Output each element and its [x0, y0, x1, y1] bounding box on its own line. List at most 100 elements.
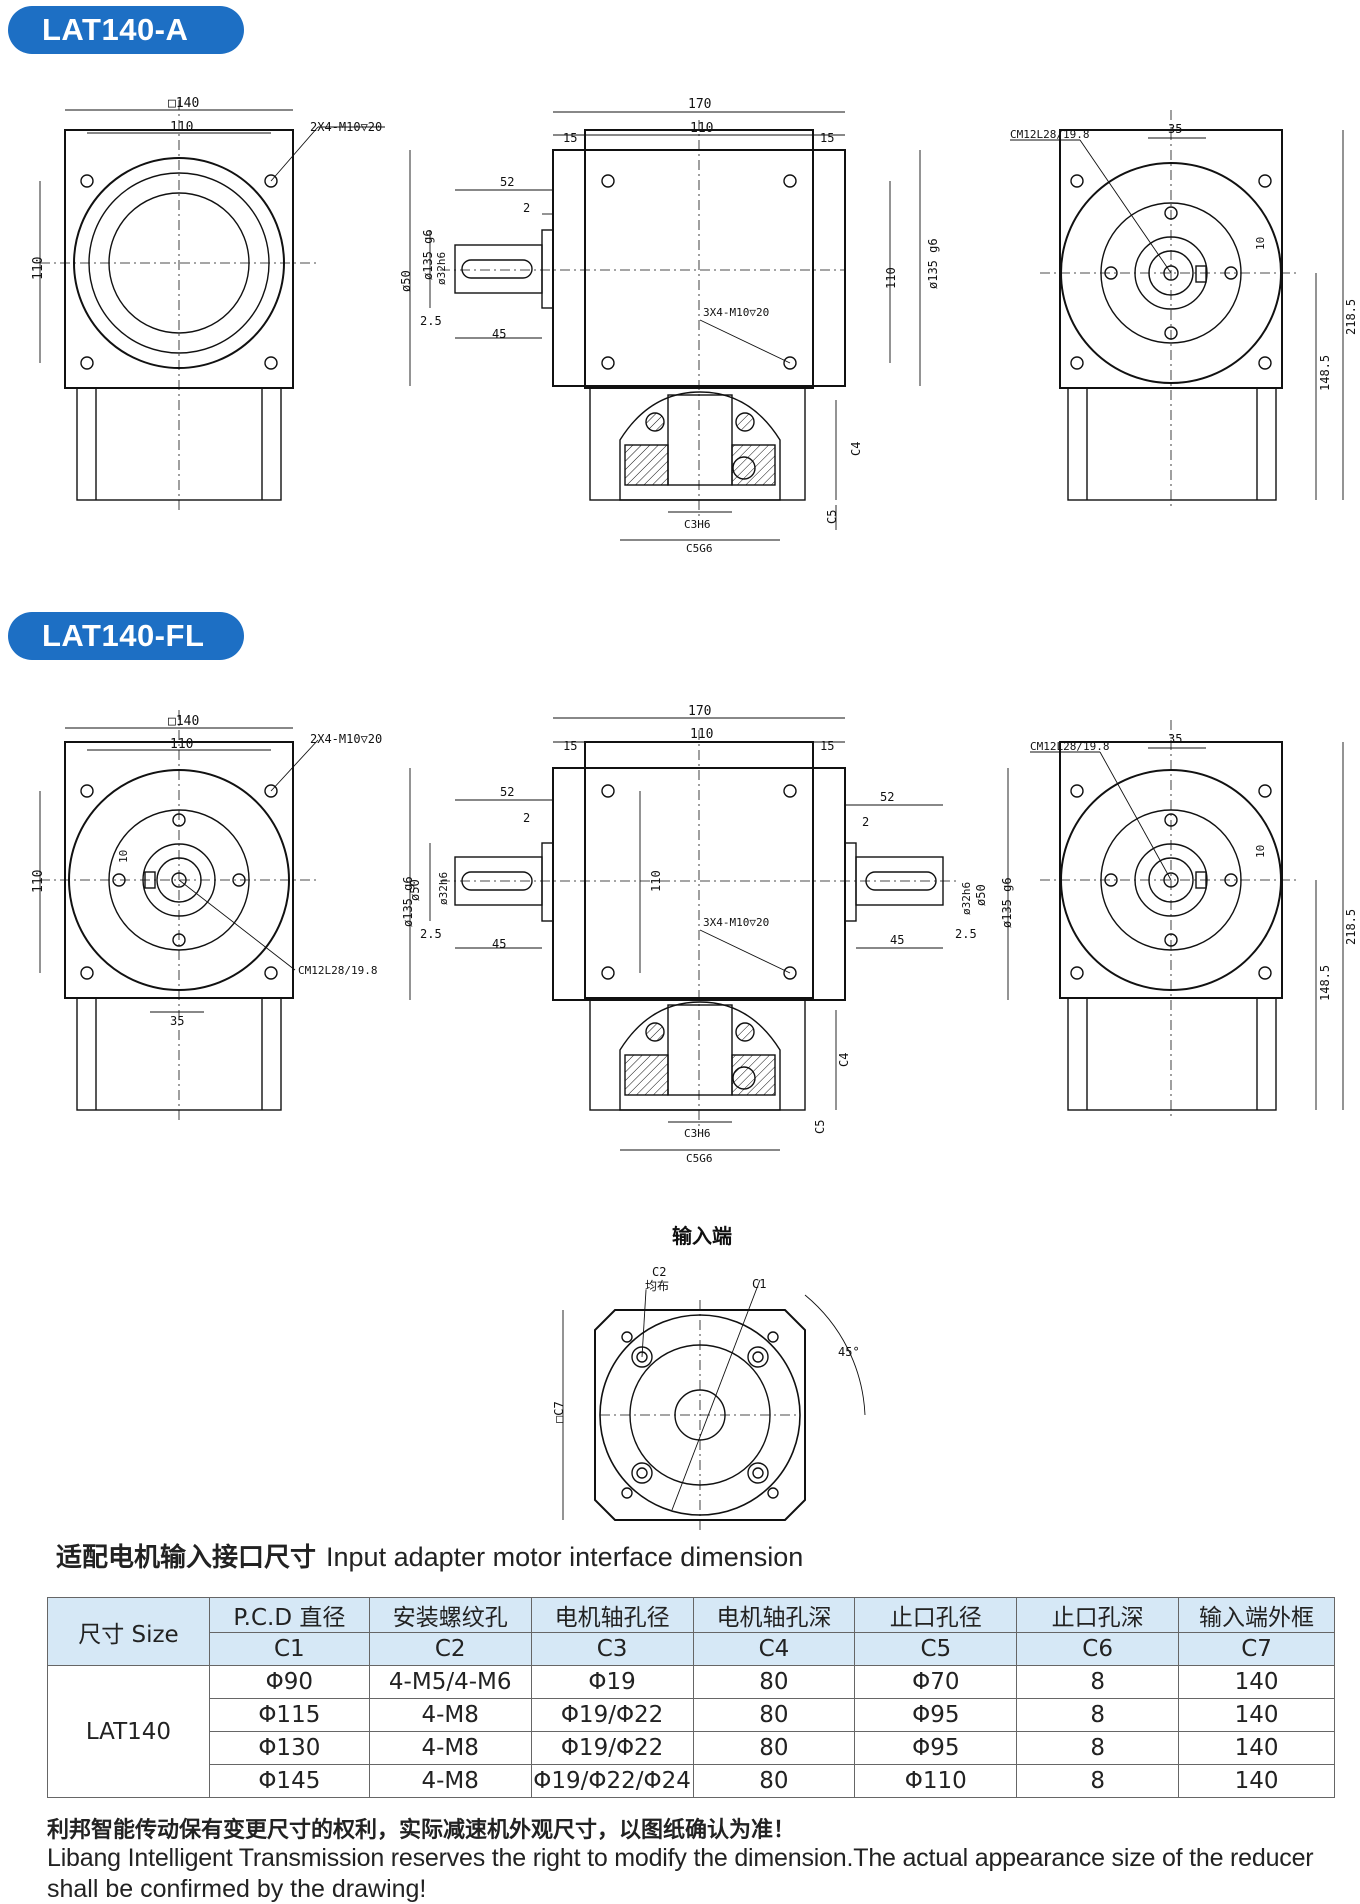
dim-15r-fl: 15: [820, 739, 834, 753]
dim-c5-fl: C5: [813, 1120, 827, 1134]
header-c4-cn: 电机轴孔深: [692, 1597, 856, 1633]
input-c2-note: 均布: [645, 1279, 669, 1293]
table-cell: Φ19/Φ22/Φ24: [530, 1764, 694, 1798]
input-side-view: [562, 1279, 866, 1530]
dim-c3h6-a: C3H6: [684, 518, 711, 531]
dim-d50-a: ø50: [399, 270, 413, 292]
table-header-row-cn: 尺寸 Size P.C.D 直径 安装螺纹孔 电机轴孔径 电机轴孔深 止口孔径 …: [47, 1597, 1335, 1666]
table-cell: Φ95: [854, 1731, 1018, 1765]
dim-2r-fl: 2: [862, 815, 869, 829]
table-cell: 80: [692, 1698, 856, 1732]
header-c2: C2: [368, 1632, 532, 1666]
table-row: Φ115 4-M8 Φ19/Φ22 80 Φ95 8 140: [48, 1698, 1335, 1732]
dim-218-a: 218.5: [1344, 299, 1358, 335]
fl-right-view: [1030, 720, 1344, 1120]
dim-d135-fl: ø135 g6: [401, 876, 415, 927]
table-cell: Φ90: [208, 1665, 370, 1699]
dim-15r-a: 15: [820, 131, 834, 145]
note-cn: 利邦智能传动保有变更尺寸的权利，实际减速机外观尺寸，以图纸确认为准！: [47, 1818, 796, 1843]
a-front-view: [409, 111, 921, 541]
header-c1: C1: [208, 1632, 370, 1666]
dim-218-fl: 218.5: [1344, 909, 1358, 945]
table-row: Φ145 4-M8 Φ19/Φ22/Φ24 80 Φ110 8 140: [48, 1764, 1335, 1798]
dim-35-fl-right: 35: [1168, 732, 1182, 746]
dim-52-a: 52: [500, 175, 514, 189]
header-c7-cn: 输入端外框: [1178, 1597, 1335, 1633]
dim-3x4-fl: 3X4-M10▽20: [703, 916, 769, 929]
fl-left-view: [39, 710, 319, 1120]
dim-key-a: CM12L28/19.8: [1010, 128, 1089, 141]
table-cell: Φ145: [208, 1764, 370, 1798]
table-cell: Φ110: [854, 1764, 1018, 1798]
dim-d135-right-a: ø135 g6: [926, 238, 940, 289]
dim-35-fl: 35: [170, 1014, 184, 1028]
a-left-view: [39, 100, 385, 510]
dim-52l-fl: 52: [500, 785, 514, 799]
header-size: 尺寸 Size: [47, 1597, 210, 1666]
dim-35-a: 35: [1168, 122, 1182, 136]
dim-110-side-fl: 110: [31, 870, 46, 893]
dim-2x4-a: 2X4-M10▽20: [310, 120, 382, 134]
dim-170-fl: 170: [688, 704, 711, 719]
dim-d32-fl: ø32h6: [437, 872, 450, 905]
dim-110-inner-fl: 110: [649, 870, 663, 892]
note-en-2: shall be confirmed by the drawing!: [47, 1875, 427, 1903]
dim-45r-fl: 45: [890, 933, 904, 947]
dim-10-a: 10: [1254, 237, 1267, 250]
dim-d50r-fl: ø50: [974, 884, 988, 906]
dim-d32-a: ø32h6: [435, 252, 448, 285]
dim-110-a: 110: [170, 120, 193, 135]
dim-45-a: 45: [492, 327, 506, 341]
table-cell: 4-M8: [368, 1698, 532, 1732]
table-row: LAT140 Φ90 4-M5/4-M6 Φ19 80 Φ70 8 140: [47, 1665, 1335, 1798]
table-cell: Φ19/Φ22: [530, 1731, 694, 1765]
dim-170-a: 170: [688, 97, 711, 112]
dim-2l-fl: 2: [523, 811, 530, 825]
table-cell: 140: [1178, 1764, 1335, 1798]
header-c6: C6: [1016, 1632, 1180, 1666]
header-c6-cn: 止口孔深: [1016, 1597, 1180, 1633]
dim-45l-fl: 45: [492, 937, 506, 951]
interface-table: 尺寸 Size P.C.D 直径 安装螺纹孔 电机轴孔径 电机轴孔深 止口孔径 …: [47, 1597, 1335, 1798]
interface-title-en: Input adapter motor interface dimension: [326, 1542, 804, 1572]
table-cell: Φ19: [530, 1665, 694, 1699]
dim-2_5l-fl: 2.5: [420, 927, 442, 941]
dim-110-side-a: 110: [31, 257, 46, 280]
dim-key-fl: CM12L28/19.8: [298, 964, 377, 977]
dim-10-fl: 10: [117, 850, 130, 863]
header-c2-cn: 安装螺纹孔: [368, 1597, 532, 1633]
dim-10-fl-right: 10: [1254, 845, 1267, 858]
dim-3x4-a: 3X4-M10▽20: [703, 306, 769, 319]
table-cell: 80: [692, 1764, 856, 1798]
dim-d32r-fl: ø32h6: [960, 882, 973, 915]
table-cell: Φ70: [854, 1665, 1018, 1699]
technical-drawings: □140 110 2X4-M10▽20 110: [31, 96, 1358, 1530]
dim-c5g6-a: C5G6: [686, 542, 713, 555]
table-cell: Φ95: [854, 1698, 1018, 1732]
table-cell: 4-M8: [368, 1731, 532, 1765]
input-c7: □C7: [552, 1401, 566, 1423]
dim-c3h6-fl: C3H6: [684, 1127, 711, 1140]
input-view-title: 输入端: [672, 1224, 732, 1248]
a-right-view: [1010, 110, 1344, 510]
fl-front-view: [409, 717, 1009, 1151]
table-cell: Φ115: [208, 1698, 370, 1732]
dim-c5-a: C5: [825, 510, 839, 524]
dim-d50-fl: ø50: [408, 879, 422, 901]
dim-c4-fl: C4: [837, 1053, 851, 1067]
dim-110-front-fl: 110: [690, 727, 713, 742]
dim-15l-a: 15: [563, 131, 577, 145]
header-c5: C5: [854, 1632, 1018, 1666]
dim-2-a: 2: [523, 201, 530, 215]
table-row: Φ130 4-M8 Φ19/Φ22 80 Φ95 8 140: [48, 1731, 1335, 1765]
header-c4: C4: [692, 1632, 856, 1666]
dim-d135r-fl: ø135 g6: [1000, 877, 1014, 928]
table-cell: 4-M8: [368, 1764, 532, 1798]
table-cell: Φ19/Φ22: [530, 1698, 694, 1732]
header-c3-cn: 电机轴孔径: [530, 1597, 694, 1633]
model-label-a: LAT140-A: [8, 6, 244, 54]
dim-110-right-a: 110: [884, 267, 898, 289]
table-cell: 140: [1178, 1731, 1335, 1765]
dim-c5g6-fl: C5G6: [686, 1152, 713, 1165]
